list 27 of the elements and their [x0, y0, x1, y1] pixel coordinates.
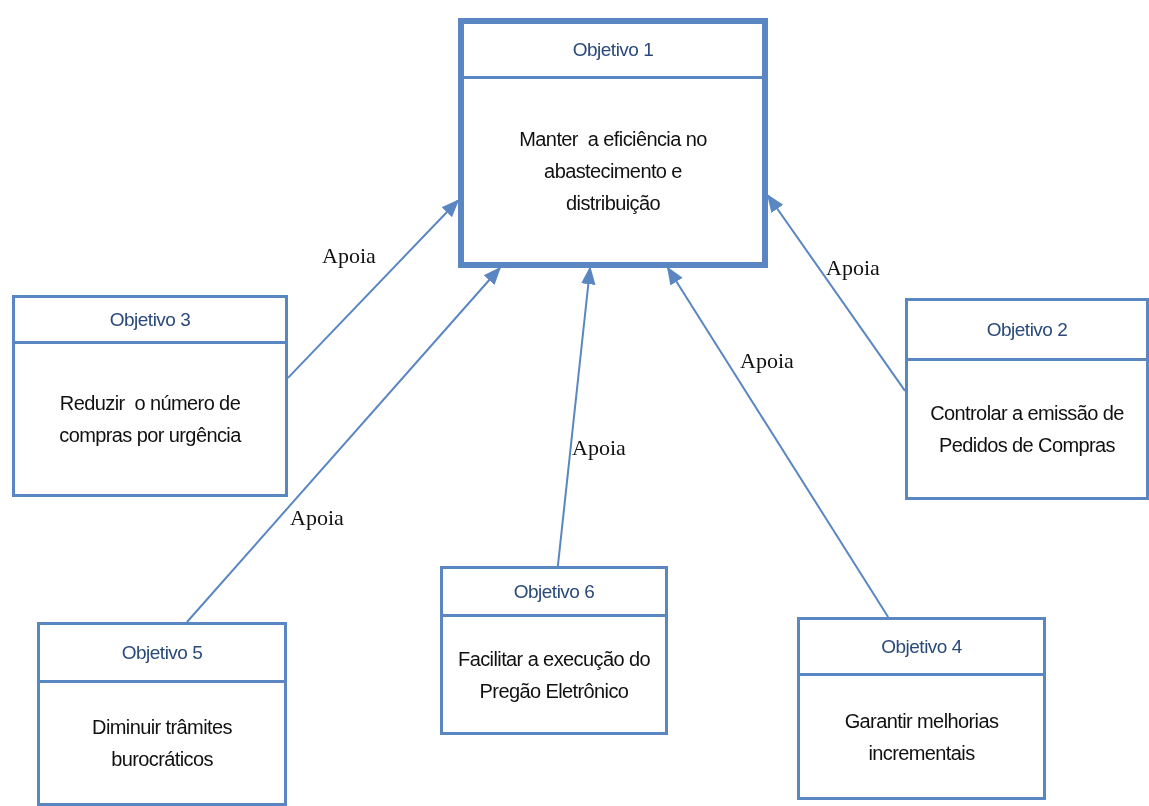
objective-box: [12, 295, 288, 497]
objective-box: [797, 617, 1046, 800]
arrow: [287, 199, 460, 379]
edge-label: Apoia: [322, 243, 376, 269]
objective-box: [440, 566, 668, 735]
edge-label: Apoia: [826, 255, 880, 281]
objective-description: Reduzir o número de compras por urgência: [58, 391, 243, 448]
objective-description: Controlar a emissão de Pedidos de Compras: [929, 401, 1125, 458]
objective-title: Objetivo 3: [109, 308, 191, 331]
objective-title: Objetivo 5: [121, 641, 203, 664]
objective-title: Objetivo 6: [513, 580, 595, 603]
objective-description: Manter a eficiência no abastecimento e distribuição: [518, 126, 708, 216]
objective-box: [458, 18, 768, 268]
objective-description: Diminuir trâmites burocráticos: [91, 715, 233, 772]
arrow: [186, 266, 502, 623]
objective-title: Objetivo 1: [572, 39, 654, 61]
edge-label: Apoia: [290, 505, 344, 531]
edge-label: Apoia: [572, 435, 626, 461]
objective-title: Objetivo 2: [986, 318, 1068, 341]
arrow: [666, 266, 890, 618]
objective-box: [37, 622, 287, 806]
objective-description: Facilitar a execução do Pregão Eletrônico: [457, 646, 651, 704]
objective-title: Objetivo 4: [881, 635, 962, 658]
edge-label: Apoia: [740, 348, 794, 374]
objective-description: Garantir melhorias incrementais: [843, 708, 1000, 766]
objective-box: [905, 298, 1149, 500]
arrow: [556, 266, 596, 567]
